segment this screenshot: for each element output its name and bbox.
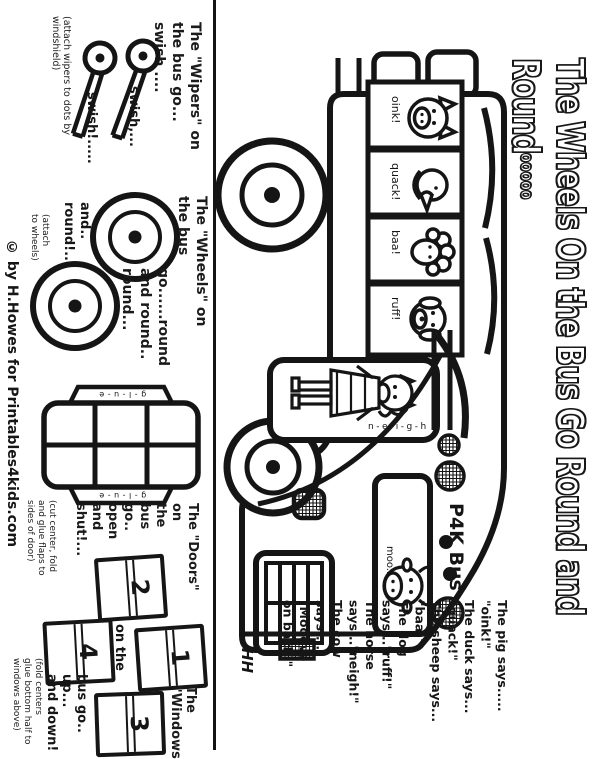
doors-instruction-note: (cut center, fold and glue flaps to side…: [25, 500, 57, 576]
pig-sound-label: oink!: [389, 96, 402, 124]
wipers-swish-text-2: swish!.....: [84, 92, 99, 164]
wheel-pieces-icon: [30, 192, 180, 351]
license-plate: [278, 638, 316, 661]
artist-signature: HH: [238, 648, 256, 674]
wheels-instruction-note: (attach to wheels): [29, 214, 50, 261]
roof-arcs: [481, 107, 498, 355]
cow-face-icon: [382, 557, 432, 615]
marker-light-icon: [437, 433, 461, 457]
glue-label-2: g-l-u-e: [96, 491, 146, 500]
window-number: 2: [125, 578, 155, 597]
windows-heading: The "Windows": [168, 686, 198, 759]
animal-sayings-text: The pig says..... "oink!" The duck says.…: [280, 600, 511, 723]
door-post: [431, 330, 453, 430]
hood-curve: [257, 354, 443, 507]
grille-bars: [264, 561, 324, 645]
pig-face-icon: [407, 95, 460, 141]
wiper-pieces-icon: [70, 38, 161, 141]
windows-tail-text: bus go.. up... and down!: [44, 674, 89, 752]
doors-heading: The "Doors" on the bus go.. open and shu…: [73, 503, 200, 591]
glue-label: g-l-u-e: [96, 390, 146, 399]
window-piece-1: 1: [133, 623, 209, 693]
sheep-face-icon: [410, 227, 456, 277]
rear-wheel-icon: [214, 137, 330, 253]
wiper-attach-dot: [443, 567, 457, 581]
driver-label: n-e-i-g-h: [368, 422, 429, 432]
school-bus-illustration: www.Printables4Kids.com oink! quack! baa…: [214, 49, 507, 674]
page-title-trail: ooooo: [515, 152, 538, 200]
mirror-arm-icon: [433, 331, 469, 439]
window-number: 4: [73, 642, 103, 661]
wipers-heading: The "Wipers" on the bus go... swish ....: [151, 22, 203, 150]
duck-sound-label: quack!: [389, 163, 402, 201]
wheels-heading: The "Wheels" on the bus: [175, 196, 209, 327]
duck-face-icon: [412, 168, 449, 216]
page-title-text: The Wheels On the Bus Go Round and Round: [503, 57, 593, 615]
headlight-icon: [291, 487, 327, 521]
cow-sound-label: moo..: [384, 546, 395, 574]
wheels-round-text: and.. round!...: [61, 202, 92, 266]
wheels-heading-continued: go......round and round.. round...: [119, 268, 171, 367]
marker-light-icon: [434, 460, 466, 492]
window-piece-2: 2: [93, 553, 169, 623]
marker-light-icon: [431, 596, 465, 630]
wipers-instruction-note: (attach wipers to dots by windshield): [50, 16, 72, 135]
wiper-attach-dot: [439, 535, 453, 549]
page-title: The Wheels On the Bus Go Round and Round…: [503, 57, 600, 718]
window-number: 1: [165, 648, 195, 667]
window-piece-3: 3: [93, 690, 167, 758]
sheep-sound-label: baa!: [389, 230, 402, 255]
windows-instruction-note: (fold centers glue bottom half to window…: [11, 658, 43, 745]
window-number: 3: [124, 714, 154, 733]
copyright-line: © by H.Howes for Printables4kids.com: [4, 240, 20, 548]
door-piece-icon: g-l-u-e g-l-u-e: [41, 384, 201, 506]
dog-sound-label: ruff!: [389, 297, 402, 320]
section-divider-line: [213, 0, 216, 750]
windows-on-the-text: on the: [112, 624, 127, 671]
window-mullions: [368, 145, 462, 287]
